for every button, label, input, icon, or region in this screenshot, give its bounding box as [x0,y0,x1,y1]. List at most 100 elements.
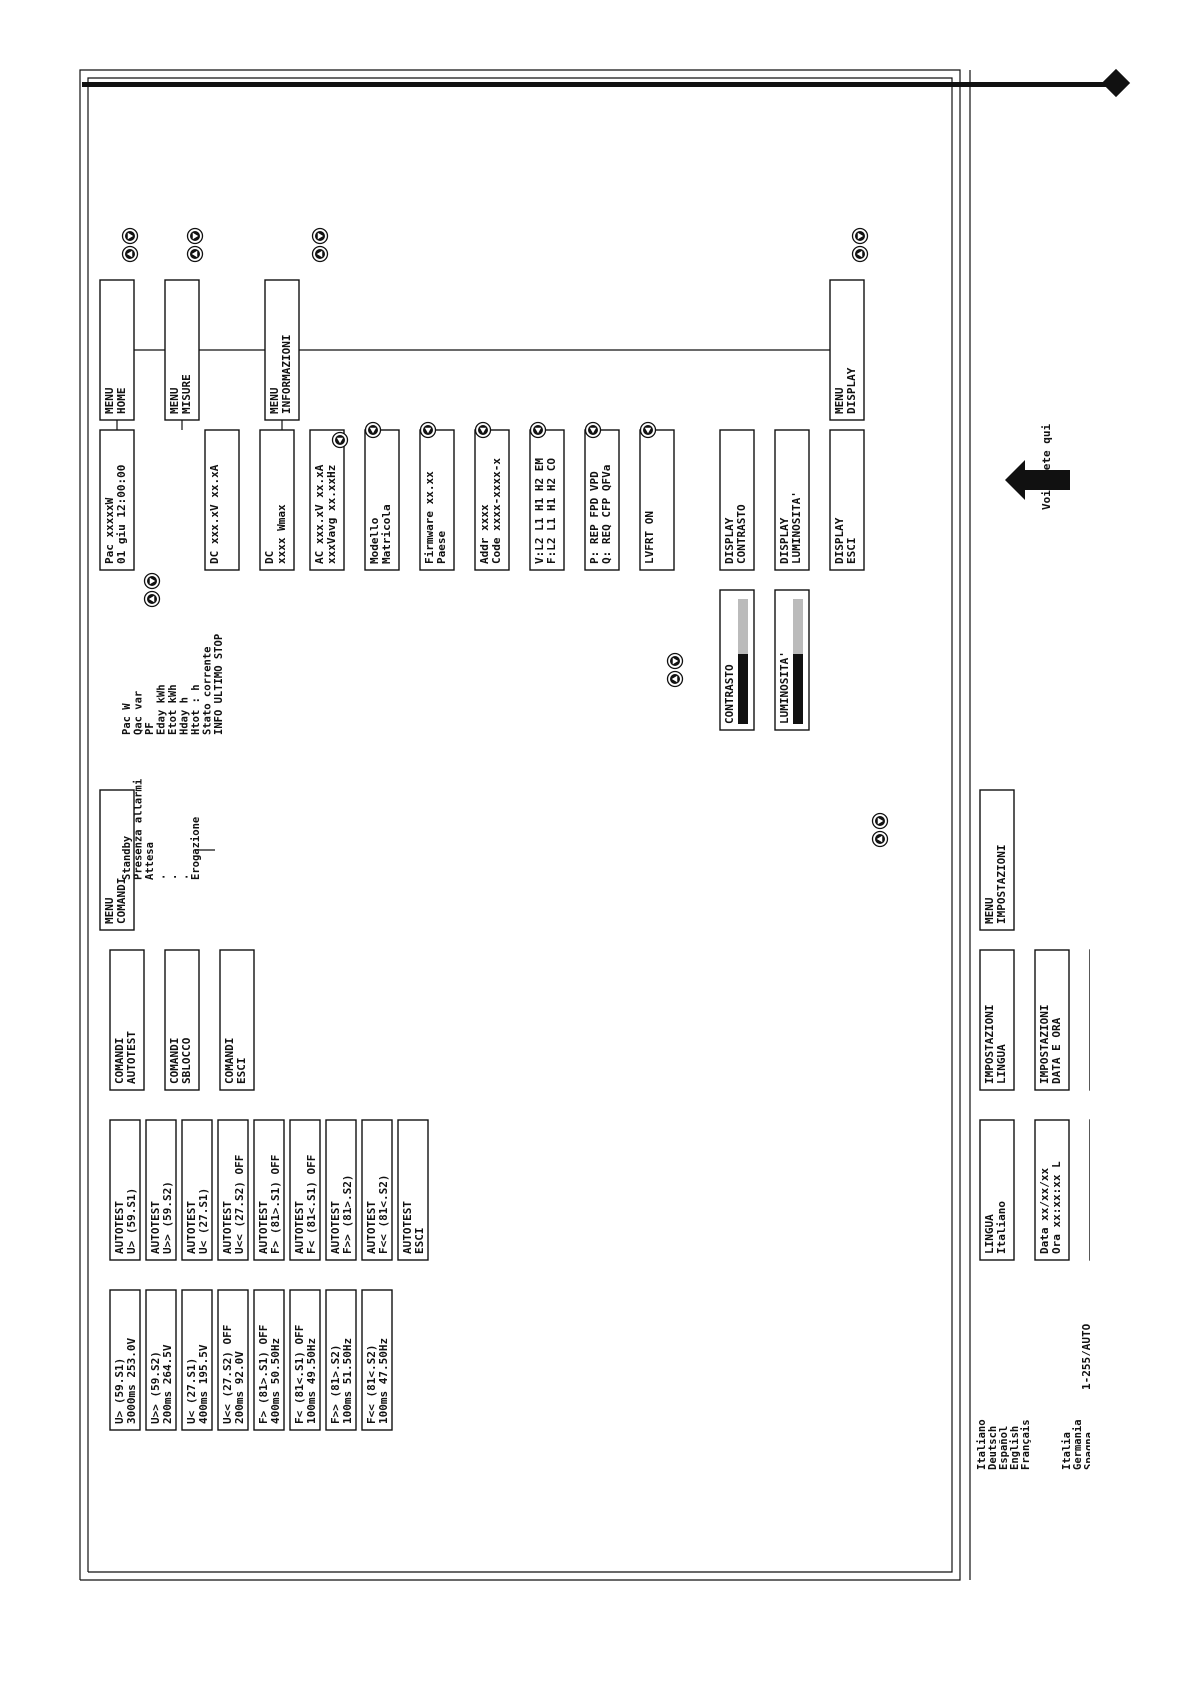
display-contrast-bar-label: CONTRASTO [723,664,736,724]
nav-misure-down-button[interactable] [186,227,204,245]
info-back-button-3[interactable] [474,421,492,439]
info-screen-4-line-1: V:L2 L1 H1 H2 EM [533,458,546,564]
menu-impostazioni-frame [979,789,1015,931]
info-scroll-down-button[interactable] [666,652,684,670]
info-screen-2-line-1: Firmware xx.xx [423,471,436,564]
lang-item-4: English [1009,1426,1021,1470]
info-screen-6-frame [639,429,675,571]
misure-screen-dc-line-1: DC xxx.xV xx.xA [208,464,221,564]
nav-display-up-button-arrow-icon [856,250,863,258]
stato-list-item-3: Attesa [144,842,156,880]
nav-info-up-button-arrow-icon [316,250,323,258]
misure-back-button[interactable] [331,431,349,449]
autotest-screen-2-line-2: U>> (59.S2) [161,1181,174,1254]
nav-home-up-button[interactable] [121,245,139,263]
nav-home-up-button-arrow-icon [126,250,133,258]
connection-lines [79,69,971,1581]
autotest-screen-5-line-1: AUTOTEST [257,1201,270,1254]
info-screen-3-line-2: Code xxxx-xxxx-x [490,458,503,564]
display-scroll-down-button-arrow-icon [877,817,884,825]
misure-screen-dcmax: DC xxxx Wmax [259,429,295,571]
misure-screen-dcmax-frame [259,429,295,571]
info-scroll-up-button[interactable] [666,670,684,688]
menu-home-line-1: MENU [103,387,116,414]
cmd-screen-2-frame [164,949,200,1091]
lang-item-5: Français [1020,1419,1032,1470]
menu-home-line-2: HOME [115,388,128,415]
info-back-button-2-arrow-icon [424,427,432,434]
nav-display-up-button[interactable] [851,245,869,263]
home-scroll-down-button[interactable] [143,572,161,590]
info-screen-1-frame [364,429,400,571]
autotest-result-5-frame [253,1289,285,1431]
info-screen-2-line-2: Paese [435,531,448,564]
nav-misure-up-button[interactable] [186,245,204,263]
button-icons [121,227,889,848]
display-scroll-down-button[interactable] [871,812,889,830]
autotest-result-4-line-2: 200ms 92.0V [233,1351,246,1424]
autotest-result-7: F>> (81>.S2)100ms 51.50Hz [325,1289,357,1431]
info-scroll-down-button-arrow-icon [672,657,679,665]
nav-display-down-button-arrow-icon [857,232,864,240]
autotest-screen-5-frame [253,1119,285,1261]
stato-list-item-1: Standby [121,835,133,880]
info-screen-3-line-1: Addr xxxx [478,504,491,564]
info-back-button-6[interactable] [639,421,657,439]
home-scroll-up-button[interactable] [143,590,161,608]
info-back-button-1-arrow-icon [369,427,377,434]
nav-home-down-button[interactable] [121,227,139,245]
home-list-item-1: Pac W [121,703,133,735]
you-are-here-label: Voi siete qui [1040,424,1053,510]
home-list-item-6: Hday h [179,697,191,735]
nav-display-down-button[interactable] [851,227,869,245]
imp-screen-1-line-1: IMPOSTAZIONI [983,1005,996,1084]
nav-info-down-button[interactable] [311,227,329,245]
autotest-result-8: F<< (81<.S2)100ms 47.50Hz [361,1289,393,1431]
autotest-result-1-line-2: 3000ms 253.0V [125,1338,138,1424]
stato-list-item-7: Erogazione [190,817,202,880]
display-brightness-bar-label: LUMINOSITA' [778,651,791,724]
info-back-button-1[interactable] [364,421,382,439]
autotest-screen-6-frame [289,1119,321,1261]
info-screen-5-line-2: Q: REQ CFP QFVa [600,465,613,564]
info-back-button-2[interactable] [419,421,437,439]
stato-list-item-4: . [156,874,168,880]
stato-list-item-2: Presenza allarmi [133,779,145,880]
info-back-button-6-arrow-icon [644,427,652,434]
display-scroll-up-button[interactable] [871,830,889,848]
home-list-item-2: Qac var [133,691,145,735]
header-rule [82,82,1112,87]
imp-sub-2-line-2: Ora xx:xx:xx L [1050,1161,1063,1254]
info-screen-4-line-2: F:L2 L1 H1 H2 CO [545,458,558,564]
autotest-screen-7-frame [325,1119,357,1261]
misure-screen-ac-frame [309,429,345,571]
imp-sub-1-line-2: Italiano [995,1201,1008,1254]
autotest-result-6-line-2: 100ms 49.50Hz [305,1338,318,1424]
nav-info-up-button[interactable] [311,245,329,263]
info-back-button-5[interactable] [584,421,602,439]
info-back-button-4[interactable] [529,421,547,439]
autotest-screen-8-line-2: F<< (81<.S2) [377,1175,390,1254]
menu-misure-line-2: MISURE [180,374,193,414]
contrast-fill [738,654,748,724]
stato-list-item-6: . [179,874,191,880]
menu-misure-frame [164,279,200,421]
home-list-item-4: Eday kWh [156,684,168,735]
